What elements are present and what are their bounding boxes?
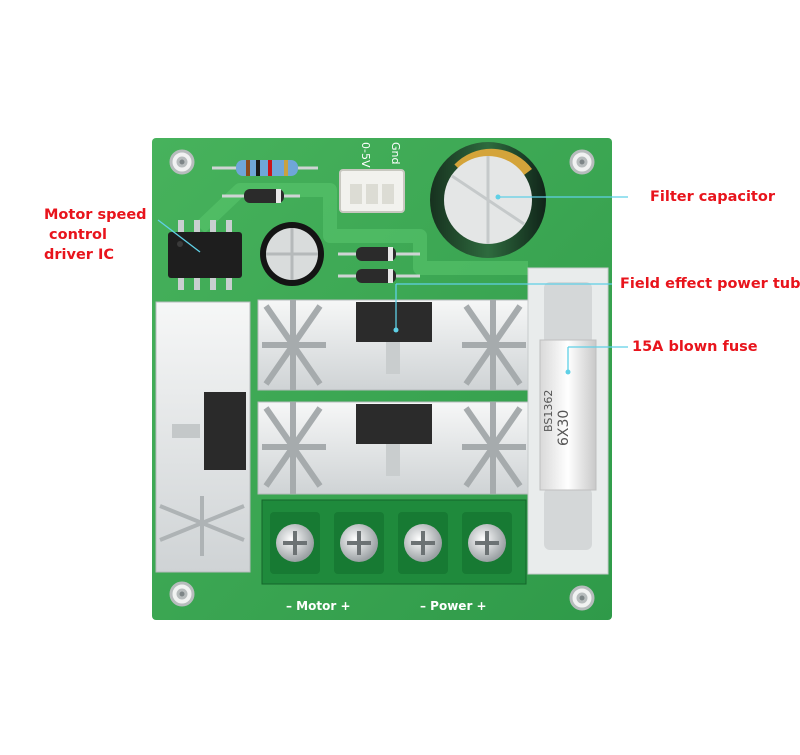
diode [338, 269, 420, 283]
callout-fuse: 15A blown fuse [632, 339, 758, 355]
diode [222, 189, 300, 203]
terminal-screw-2 [334, 512, 384, 574]
callout-driver-ic-line-2: control [44, 227, 107, 243]
terminal-screw-4 [462, 512, 512, 574]
filter-capacitor [430, 142, 546, 258]
label-input-voltage: 0-5V [359, 142, 372, 168]
callout-filter-capacitor: Filter capacitor [650, 189, 775, 205]
heatsink-upper [257, 299, 529, 391]
fuse-model-print: BS1362 [542, 390, 555, 432]
mounting-holes [169, 149, 595, 611]
label-ground: Gnd [389, 142, 402, 164]
driver-ic [168, 220, 242, 290]
leader-lines [157, 194, 628, 375]
callout-driver-ic: Motor speed control driver IC [44, 205, 147, 265]
heatsink-left [155, 301, 251, 573]
label-power-terminal: – Power + [420, 599, 487, 613]
fuse-rating-print: 6X30 [556, 410, 572, 446]
callout-driver-ic-line-3: driver IC [44, 247, 115, 263]
callout-field-effect-tube: Field effect power tube [620, 276, 800, 292]
terminal-screw-3 [398, 512, 448, 574]
terminal-block [261, 499, 527, 585]
input-connector [339, 169, 405, 213]
terminal-screw-1 [270, 512, 320, 574]
heatsink-lower [257, 401, 529, 495]
diode [338, 247, 420, 261]
label-motor-terminal: – Motor + [286, 599, 351, 613]
pcb-trace [195, 183, 528, 275]
resistor [212, 160, 318, 176]
small-capacitor [260, 222, 324, 286]
callout-driver-ic-line-1: Motor speed [44, 207, 147, 223]
